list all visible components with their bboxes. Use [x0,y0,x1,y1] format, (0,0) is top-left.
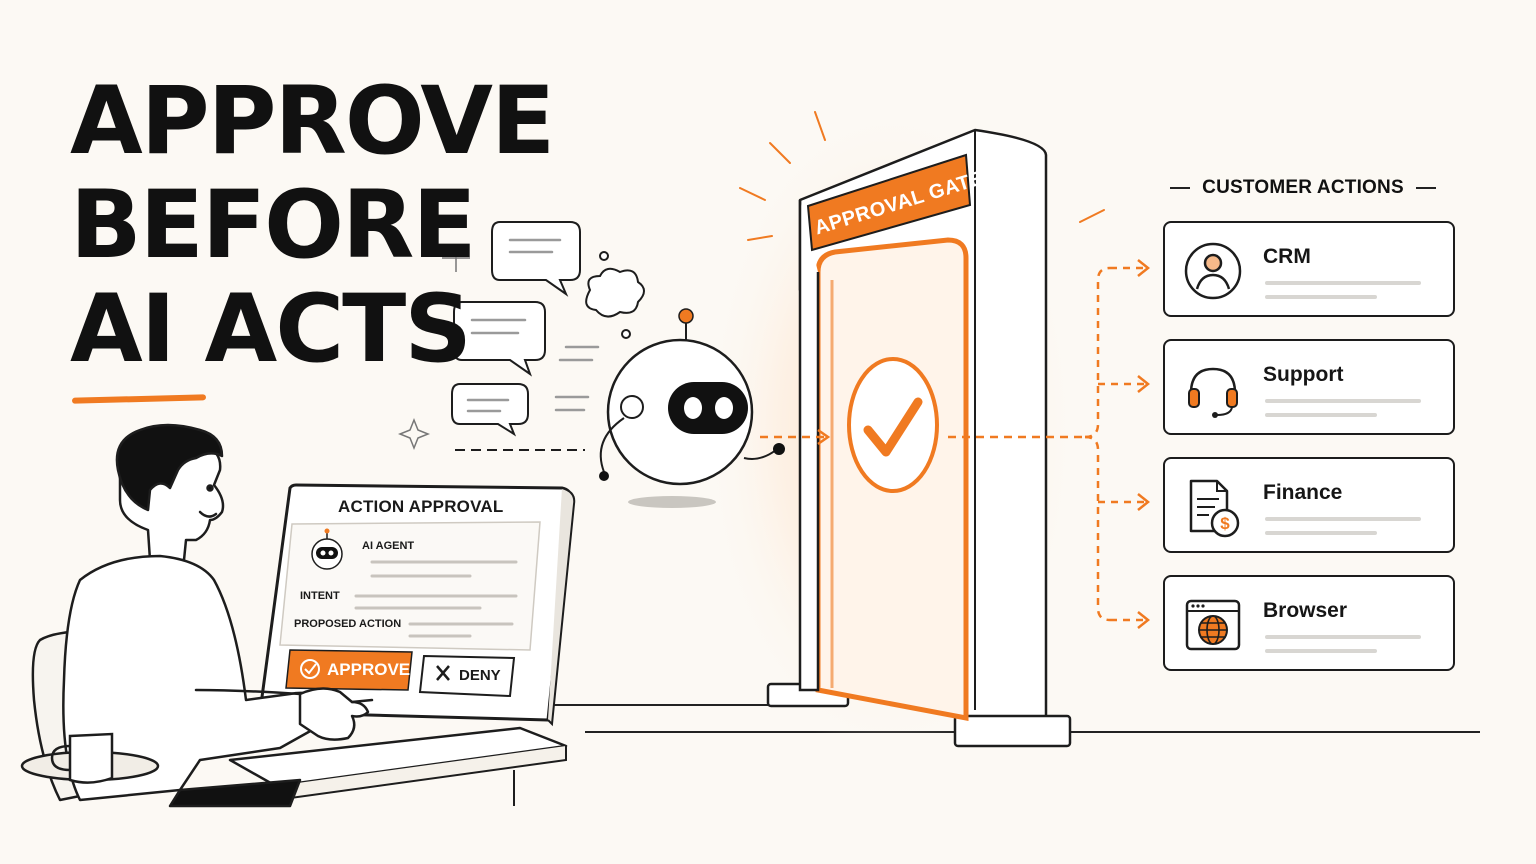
placeholder-line [1265,531,1377,535]
action-card-browser[interactable]: Browser [1163,575,1455,671]
headline-line-3: AI ACTS [70,275,472,384]
mug-icon [20,732,160,784]
action-card-crm[interactable]: CRM [1163,221,1455,317]
action-card-support[interactable]: Support [1163,339,1455,435]
user-circle-icon [1184,242,1242,300]
customer-actions-title-text: CUSTOMER ACTIONS [1202,177,1404,198]
approve-button-shape [285,649,413,691]
monitor-agent-label: AI AGENT [362,540,415,552]
headline: APPROVE BEFORE AI ACTS [70,67,555,384]
placeholder-line [1265,413,1377,417]
deny-button[interactable]: DENY [459,667,501,684]
placeholder-line [1265,281,1421,285]
gate-sign-plate [806,153,972,252]
action-label-finance: Finance [1263,481,1343,504]
approve-button[interactable]: APPROVE [327,660,411,679]
action-label-support: Support [1263,363,1344,386]
approve-check-icon [300,659,320,679]
headset-icon [1188,367,1238,418]
headline-line-1: APPROVE [70,67,555,176]
placeholder-line [1265,295,1377,299]
gate-base-right [953,714,1072,748]
placeholder-line [1265,517,1421,521]
monitor [258,483,576,727]
monitor-intent-label: INTENT [300,590,340,602]
deny-button-shape [418,654,516,698]
gate-left-pillar [798,200,820,692]
svg-text:$: $ [1220,514,1230,533]
gate-sparkles [739,111,1105,241]
monitor-title: ACTION APPROVAL [338,497,504,516]
placeholder-line [1265,399,1421,403]
branch-arrows [948,259,1151,629]
browser-globe-icon [1185,599,1241,651]
action-label-browser: Browser [1263,599,1348,622]
sparkle-icons [397,244,470,451]
title-dash-right [1415,187,1436,189]
customer-actions-title: CUSTOMER ACTIONS [1168,176,1438,200]
person [62,423,374,808]
placeholder-line [1265,635,1421,639]
robot [599,308,785,508]
check-icon [863,397,923,457]
action-label-crm: CRM [1263,245,1311,268]
placeholder-line [1265,649,1377,653]
deny-x-icon [436,665,450,681]
action-card-finance[interactable]: $ Finance [1163,457,1455,553]
monitor-proposed-label: PROPOSED ACTION [294,618,402,630]
headline-line-2: BEFORE [70,171,477,280]
check-circle [847,357,939,493]
title-dash-left [1170,187,1191,189]
invoice-dollar-icon: $ [1189,479,1240,538]
